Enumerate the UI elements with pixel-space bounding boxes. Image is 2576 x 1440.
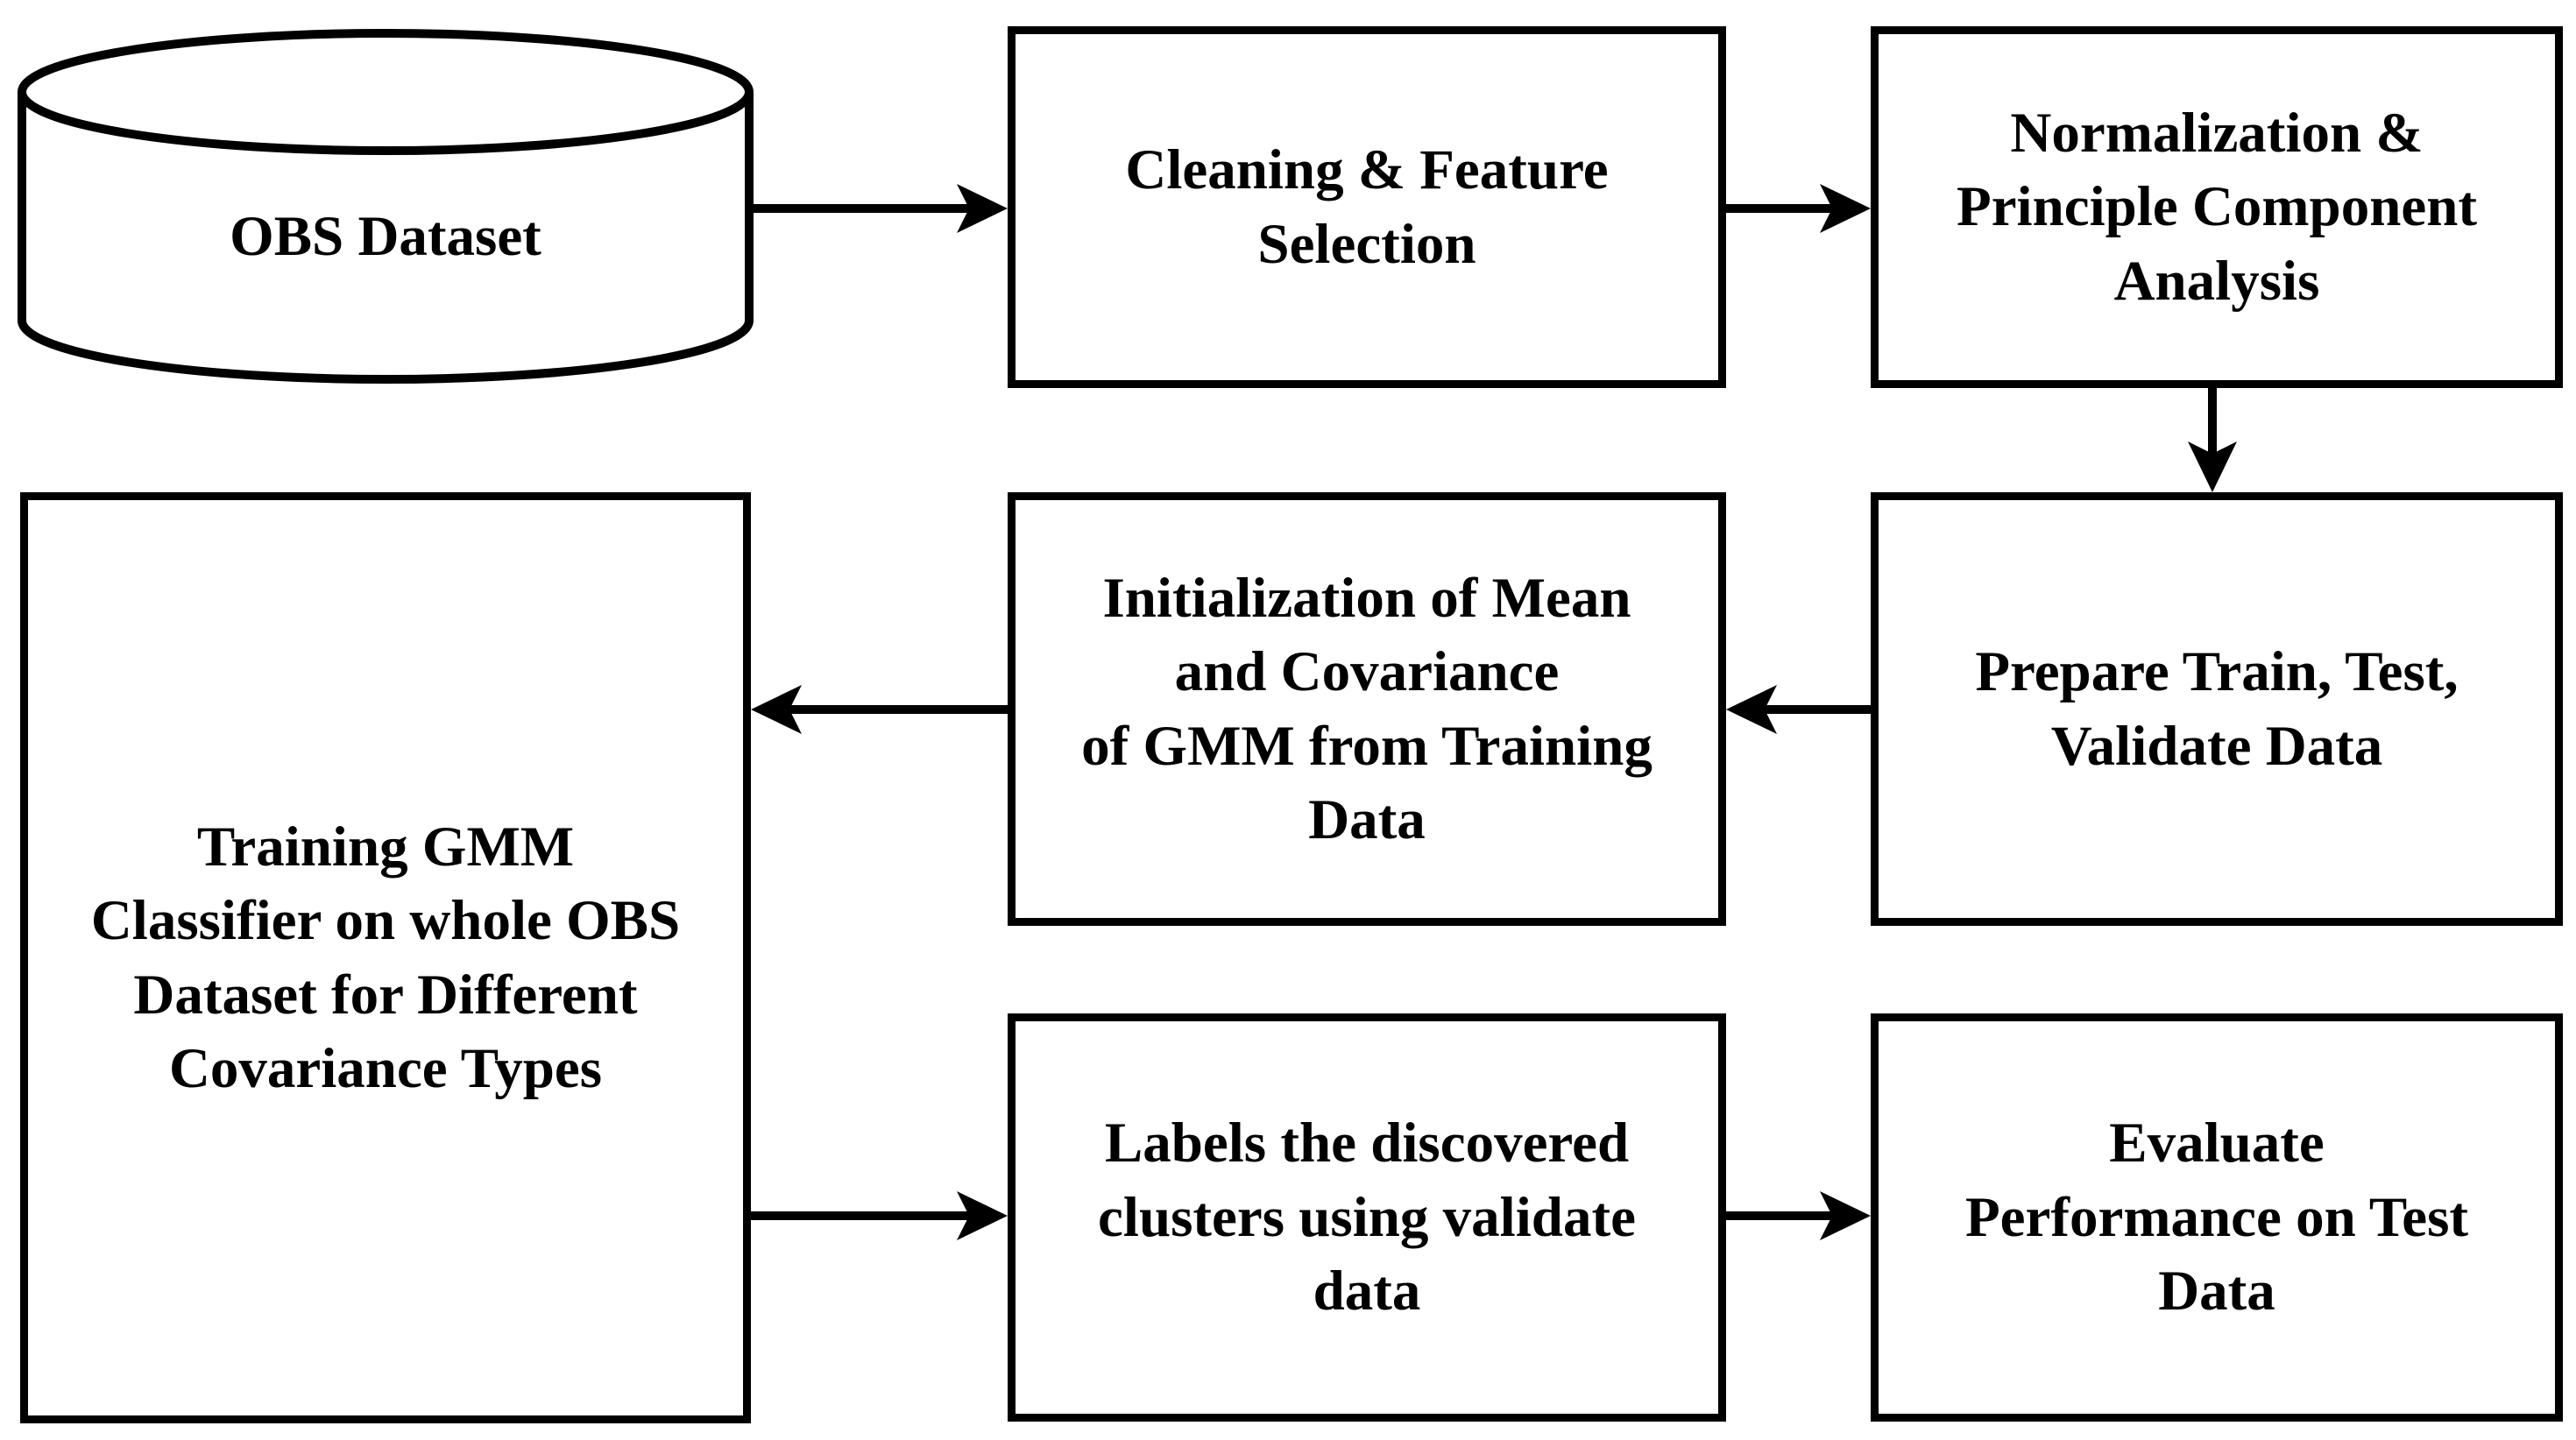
node-normalization-pca-label: Normalization & Principle Component Anal… xyxy=(1956,101,2477,313)
node-initialization-mean-covariance: Initialization of Mean and Covariance of… xyxy=(1008,492,1726,926)
arrow-cleaning-to-normalization xyxy=(1726,184,1871,233)
node-evaluate-performance-label: Evaluate Performance on Test Data xyxy=(1964,1112,2469,1324)
arrow-prepare-to-initialization xyxy=(1726,685,1871,734)
node-cleaning-feature-selection-label: Cleaning & Feature Selection xyxy=(1125,138,1609,276)
node-obs-dataset: OBS Dataset xyxy=(22,200,749,274)
node-normalization-pca: Normalization & Principle Component Anal… xyxy=(1871,26,2563,388)
node-training-gmm-classifier: Training GMM Classifier on whole OBS Dat… xyxy=(20,492,751,1423)
arrow-obs-to-cleaning xyxy=(749,184,1008,233)
node-prepare-train-test-validate: Prepare Train, Test, Validate Data xyxy=(1871,492,2563,926)
node-label-discovered-clusters: Labels the discovered clusters using val… xyxy=(1008,1013,1726,1422)
arrow-labels-to-evaluate xyxy=(1726,1191,1871,1240)
node-prepare-train-test-validate-label: Prepare Train, Test, Validate Data xyxy=(1975,640,2459,778)
node-training-gmm-classifier-label: Training GMM Classifier on whole OBS Dat… xyxy=(90,815,681,1101)
node-label-discovered-clusters-label: Labels the discovered clusters using val… xyxy=(1098,1112,1636,1324)
node-obs-dataset-label: OBS Dataset xyxy=(230,205,541,268)
node-cleaning-feature-selection: Cleaning & Feature Selection xyxy=(1008,26,1726,388)
node-evaluate-performance: Evaluate Performance on Test Data xyxy=(1871,1013,2563,1422)
database-cylinder-icon xyxy=(18,29,754,384)
node-initialization-mean-covariance-label: Initialization of Mean and Covariance of… xyxy=(1081,566,1652,852)
arrow-initialization-to-training xyxy=(751,685,1008,734)
arrow-training-to-labels xyxy=(749,1191,1008,1240)
arrow-normalization-to-prepare xyxy=(2188,388,2237,492)
